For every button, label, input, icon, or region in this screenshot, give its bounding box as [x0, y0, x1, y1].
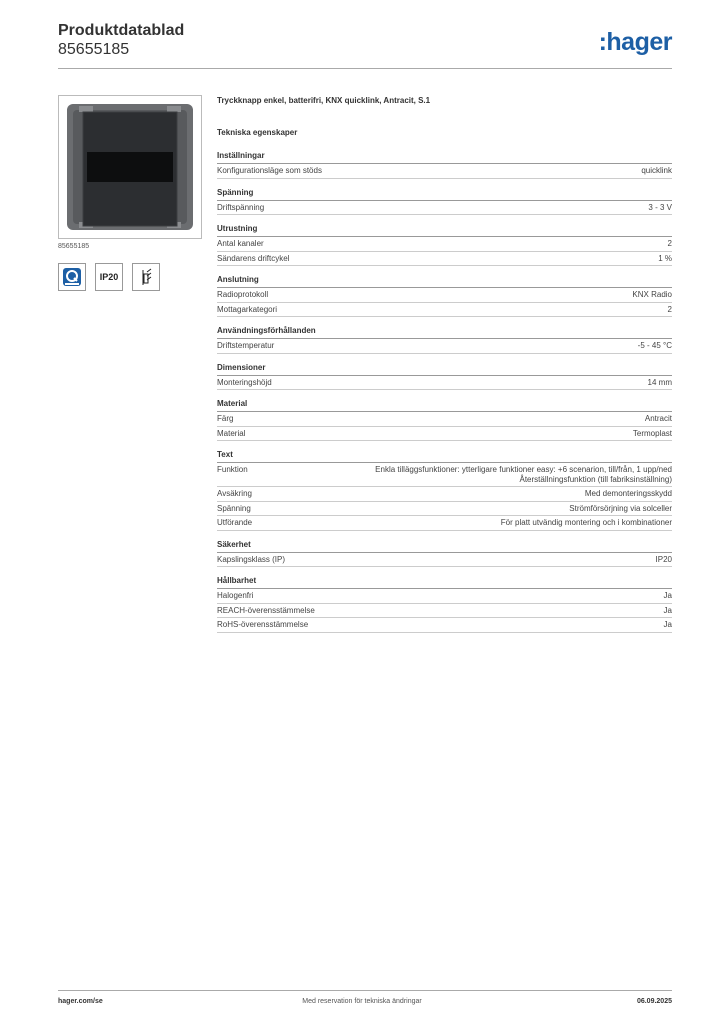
section-title: Tekniska egenskaper: [217, 128, 298, 137]
page-title: Produktdatablad: [58, 22, 185, 39]
spec-value: -5 - 45 °C: [637, 341, 672, 350]
spec-value: Med demonteringsskydd: [584, 489, 672, 498]
spec-key: Antal kanaler: [217, 239, 264, 248]
badge-row: IP20: [58, 263, 160, 291]
spec-value: IP20: [655, 554, 672, 564]
spec-value: quicklink: [641, 166, 672, 175]
spec-row: Driftspänning 3 - 3 V: [217, 201, 672, 215]
spec-row: Kapslingsklass (IP) IP20: [217, 553, 672, 567]
spec-row: Halogenfri Ja: [217, 589, 672, 604]
spec-key: Radioprotokoll: [217, 290, 269, 299]
spec-value: Strömförsörjning via solceller: [569, 503, 672, 513]
spec-value: Termoplast: [632, 428, 672, 438]
spec-value: 14 mm: [647, 377, 672, 387]
group-title: Hållbarhet: [217, 576, 672, 589]
spec-row: Monteringshöjd 14 mm: [217, 376, 672, 390]
spec-value: Enkla tilläggsfunktioner: ytterligare fu…: [375, 465, 672, 484]
spec-value: Ja: [663, 620, 672, 629]
spec-key: Monteringshöjd: [217, 377, 272, 387]
product-image: [58, 95, 202, 239]
group-title: Säkerhet: [217, 540, 672, 553]
spec-key: Funktion: [217, 465, 248, 474]
header-divider: [58, 68, 672, 69]
spec-row: RoHS-överensstämmelse Ja: [217, 618, 672, 633]
group-title: Anslutning: [217, 275, 672, 288]
document-header: Produktdatablad 85655185: [58, 22, 184, 59]
spec-row: Avsäkring Med demonteringsskydd: [217, 487, 672, 502]
spec-row: Färg Antracit: [217, 412, 672, 427]
spec-value: 2: [667, 239, 672, 248]
quicklink-icon: [58, 263, 86, 291]
spec-key: Driftspänning: [217, 202, 265, 212]
group-title: Material: [217, 399, 672, 412]
spec-row: Utförande För platt utvändig montering oc…: [217, 516, 672, 531]
spec-key: Kapslingsklass (IP): [217, 554, 286, 564]
specifications: Tryckknapp enkel, batterifri, KNX quickl…: [217, 96, 672, 633]
flush-mount-icon: [132, 263, 160, 291]
spec-key: Driftstemperatur: [217, 341, 275, 350]
spec-row: Konfigurationsläge som stöds quicklink: [217, 164, 672, 179]
hager-logo: :hager: [598, 28, 673, 56]
spec-row: Material Termoplast: [217, 427, 672, 441]
spec-key: Spänning: [217, 503, 251, 513]
spec-value: KNX Radio: [632, 290, 672, 299]
ip20-badge: IP20: [95, 263, 123, 291]
group-title: Dimensioner: [217, 363, 672, 376]
spec-row: Driftstemperatur -5 - 45 °C: [217, 339, 672, 354]
spec-key: Färg: [217, 414, 234, 423]
spec-row: Radioprotokoll KNX Radio: [217, 288, 672, 303]
spec-value: För platt utvändig montering och i kombi…: [500, 518, 672, 527]
spec-row: Spänning Strömförsörjning via solceller: [217, 502, 672, 516]
group-title: Användningsförhållanden: [217, 326, 672, 339]
spec-key: REACH-överensstämmelse: [217, 605, 315, 615]
spec-key: Avsäkring: [217, 489, 252, 498]
spec-key: Material: [217, 428, 246, 438]
spec-row: Funktion Enkla tilläggsfunktioner: ytterl…: [217, 463, 672, 487]
spec-row: Sändarens driftcykel 1 %: [217, 252, 672, 266]
spec-key: Sändarens driftcykel: [217, 253, 290, 263]
spec-value: 3 - 3 V: [648, 202, 672, 212]
spec-key: Mottagarkategori: [217, 304, 278, 314]
spec-key: RoHS-överensstämmelse: [217, 620, 309, 629]
spec-value: 2: [667, 304, 672, 314]
footer-website: hager.com/se: [58, 998, 103, 1005]
spec-value: Antracit: [644, 414, 672, 423]
group-title: Spänning: [217, 188, 672, 201]
group-title: Text: [217, 450, 672, 463]
product-number: 85655185: [58, 41, 130, 58]
product-name: Tryckknapp enkel, batterifri, KNX quickl…: [217, 96, 431, 105]
spec-value: Ja: [663, 591, 672, 600]
footer-date: 06.09.2025: [636, 998, 672, 1005]
group-title: Utrustning: [217, 224, 672, 237]
spec-key: Halogenfri: [217, 591, 254, 600]
spec-value: Ja: [663, 605, 672, 615]
spec-row: Antal kanaler 2: [217, 237, 672, 252]
spec-row: Mottagarkategori 2: [217, 303, 672, 317]
footer-divider: [58, 990, 672, 991]
spec-key: Utförande: [217, 518, 253, 527]
group-title: Inställningar: [217, 151, 672, 164]
footer-disclaimer: Med reservation för tekniska ändringar: [302, 998, 422, 1005]
spec-row: REACH-överensstämmelse Ja: [217, 604, 672, 618]
spec-key: Konfigurationsläge som stöds: [217, 166, 322, 175]
spec-value: 1 %: [658, 253, 672, 263]
image-caption: 85655185: [58, 243, 90, 250]
